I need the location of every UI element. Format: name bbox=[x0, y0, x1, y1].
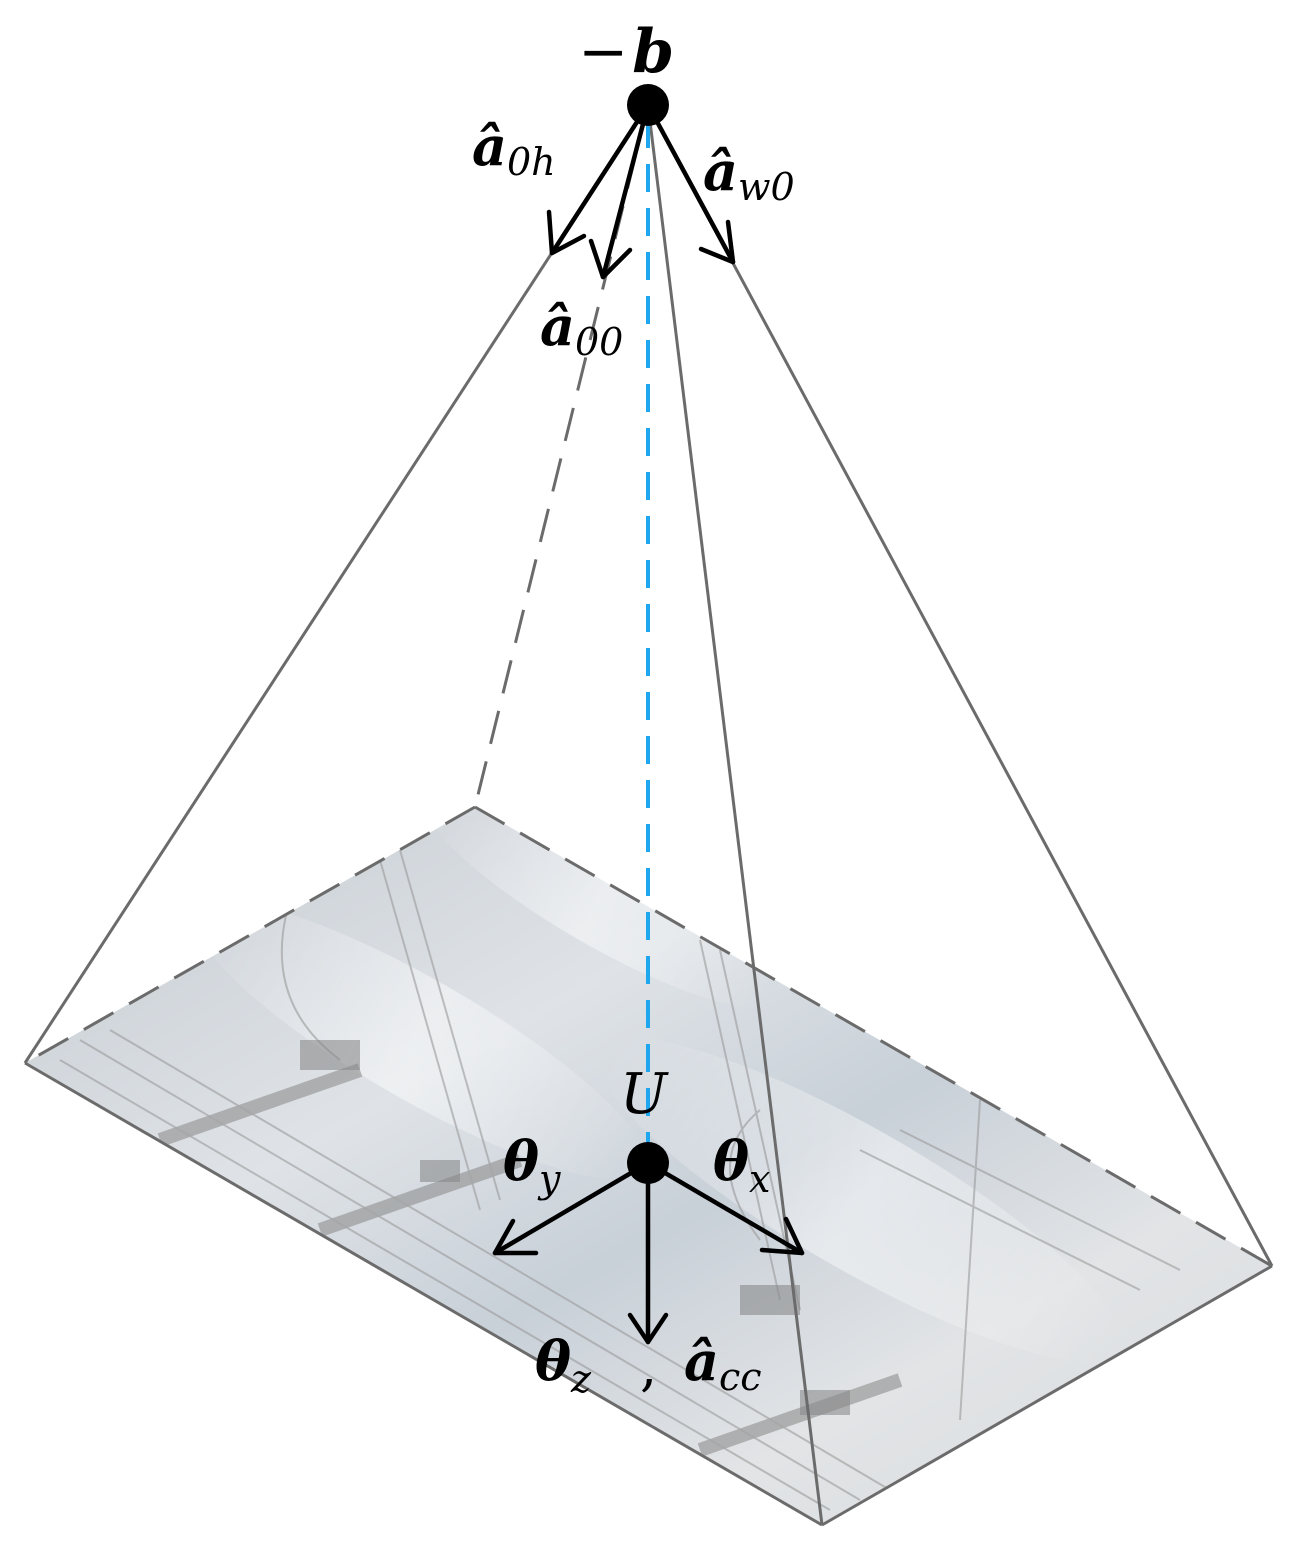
edge-apex-right bbox=[646, 104, 1274, 1267]
edge-apex-front bbox=[646, 104, 824, 1526]
axis-arrow-x bbox=[645, 1160, 805, 1256]
apex-point-icon bbox=[627, 84, 669, 126]
label-separator: , bbox=[640, 1335, 657, 1398]
ray-arrow-0h bbox=[549, 102, 651, 256]
axis-label-y: θy bbox=[503, 1129, 561, 1201]
arrowhead-x bbox=[759, 1216, 805, 1256]
axis-label-x: θx bbox=[713, 1129, 770, 1201]
axis-arrow-y bbox=[492, 1160, 651, 1256]
ray-arrow-00 bbox=[600, 102, 651, 280]
ray-arrow-w0 bbox=[645, 102, 736, 265]
ray-label-w0: âw0 bbox=[703, 139, 795, 209]
arrowhead-w0 bbox=[698, 219, 736, 265]
arrowhead-00 bbox=[588, 238, 633, 280]
axis-label-z: θz bbox=[535, 1329, 592, 1401]
center-label: U bbox=[620, 1062, 669, 1127]
edge-apex-left bbox=[23, 104, 650, 1064]
ray-label-00: â00 bbox=[540, 294, 623, 364]
arrowhead-z bbox=[627, 1312, 669, 1345]
arrowhead-0h bbox=[546, 209, 587, 256]
arrowhead-y bbox=[492, 1218, 539, 1256]
ray-label-0h: â0h bbox=[472, 114, 556, 184]
ray-arrows bbox=[546, 102, 736, 280]
apex-label: −b bbox=[578, 17, 674, 87]
edge-front-right bbox=[821, 1264, 1273, 1527]
edge-back-left bbox=[24, 805, 476, 1065]
center-point-icon bbox=[627, 1142, 669, 1184]
frustum-edges bbox=[23, 104, 1274, 1527]
edge-front-left bbox=[24, 1061, 823, 1527]
axis-arrows bbox=[492, 1160, 805, 1345]
cc-label: âcc bbox=[684, 1329, 762, 1399]
